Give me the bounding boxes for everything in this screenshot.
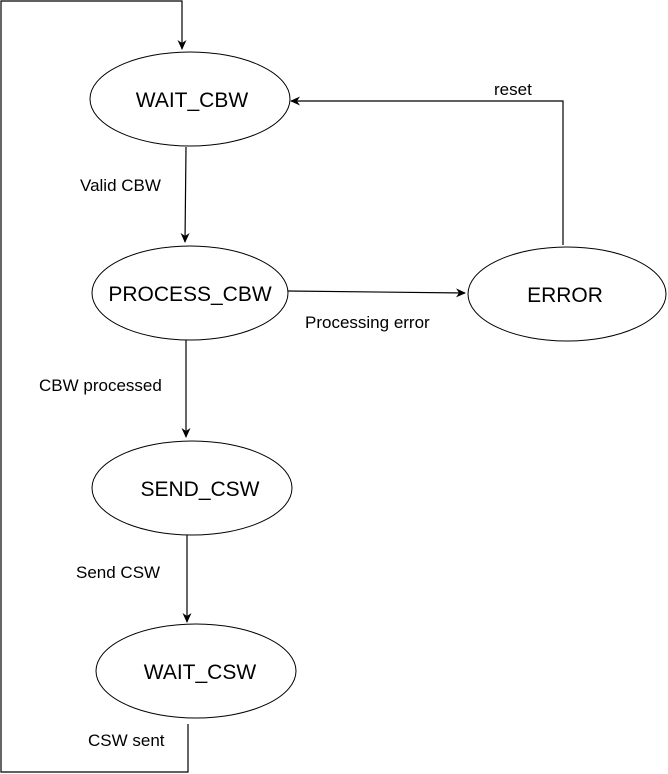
state-send-csw: SEND_CSW (91, 440, 293, 536)
edge-label-cbw-processed: CBW processed (39, 376, 162, 395)
state-label: PROCESS_CBW (108, 283, 272, 306)
edge-processing-error (287, 288, 466, 298)
state-label: WAIT_CBW (136, 89, 249, 112)
state-label: ERROR (527, 284, 603, 307)
state-process-cbw: PROCESS_CBW (91, 245, 289, 341)
state-error: ERROR (467, 246, 667, 342)
edge-label-valid-cbw: Valid CBW (80, 176, 161, 195)
state-label: WAIT_CSW (144, 661, 257, 684)
state-wait-cbw: WAIT_CBW (89, 51, 291, 147)
edge-valid-cbw (180, 146, 190, 243)
edge-csw-sent (0, 0, 189, 773)
edge-label-csw-sent: CSW sent (88, 731, 165, 750)
edge-label-processing-error: Processing error (305, 313, 430, 332)
edge-reset (290, 96, 564, 245)
edge-label-send-csw: Send CSW (76, 563, 160, 582)
state-wait-csw: WAIT_CSW (95, 623, 297, 719)
edge-label-reset: reset (494, 80, 532, 99)
state-label: SEND_CSW (140, 478, 259, 501)
